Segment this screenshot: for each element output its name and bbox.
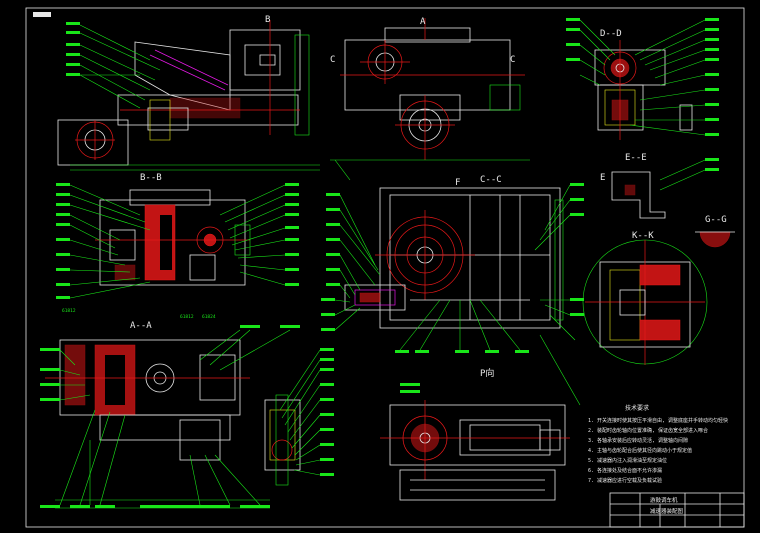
p-view	[380, 400, 570, 501]
technical-notes: 技术要求 1. 开关连接时使其按压平滑自由, 调整底座并手转动均匀轻快 2. 装…	[588, 404, 728, 484]
aa-view	[45, 339, 270, 509]
bb-view	[95, 189, 251, 286]
section-mark-e: E	[600, 173, 605, 183]
view-titles: B--B A--A C--C D--D E--E G--G K--K P向 A …	[130, 15, 727, 379]
view-title-bb: B--B	[140, 173, 162, 183]
view-title-ee: E--E	[625, 153, 647, 163]
note-line: 2. 装配时齿轮轴向位置准确, 保证齿宽全部进入啄合	[588, 427, 708, 434]
title-block: 游鼓调车机 减速器装配图	[609, 492, 745, 528]
note-line: 1. 开关连接时使其按压平滑自由, 调整底座并手转动均匀轻快	[588, 417, 728, 424]
corner-block	[33, 12, 51, 17]
top-center-view	[330, 18, 530, 161]
section-mark-c-left: C	[330, 55, 335, 65]
view-title-p: P向	[480, 367, 494, 379]
section-mark-a: A	[420, 17, 426, 27]
dd-view	[594, 40, 693, 140]
bearing-label: 61812	[62, 308, 76, 314]
note-line: 4. 主轴与齿轮配合后使其径向跳动小于规定值	[588, 447, 692, 454]
note-line: 6. 各连接处及结合面不允许渗漏	[588, 467, 662, 474]
title-block-name: 减速器装配图	[650, 507, 684, 515]
note-line: 5. 减速器内注入润滑油至规定油位	[588, 457, 667, 464]
kk-view	[582, 239, 708, 365]
view-title-gg: G--G	[705, 215, 727, 225]
view-title-dd: D--D	[600, 29, 622, 39]
bearing-label: 61824	[202, 314, 216, 320]
notes-heading: 技术要求	[625, 404, 649, 412]
section-mark-f: F	[455, 178, 460, 188]
leader-lines	[59, 19, 706, 506]
section-mark-b: B	[265, 15, 270, 25]
view-title-aa: A--A	[130, 321, 152, 331]
label-ticks	[40, 18, 719, 508]
view-title-kk: K--K	[632, 231, 654, 241]
view-title-cc: C--C	[480, 175, 502, 185]
sheet-border	[25, 7, 745, 528]
note-line: 3. 各轴承安装后应转动灵活, 调整轴向间隙	[588, 437, 688, 444]
note-line: 7. 减速器应进行空载及负载试验	[588, 477, 662, 484]
f-view-gearbox	[344, 187, 564, 329]
bearing-labels: 61812 61824 61812	[62, 308, 216, 320]
ee-gg-views	[611, 171, 735, 248]
vertical-detail-view	[264, 394, 301, 486]
top-left-view	[57, 20, 320, 171]
bearing-label: 61812	[180, 314, 194, 320]
section-mark-c-right: C	[510, 55, 515, 65]
title-block-subtitle: 游鼓调车机	[650, 496, 678, 504]
